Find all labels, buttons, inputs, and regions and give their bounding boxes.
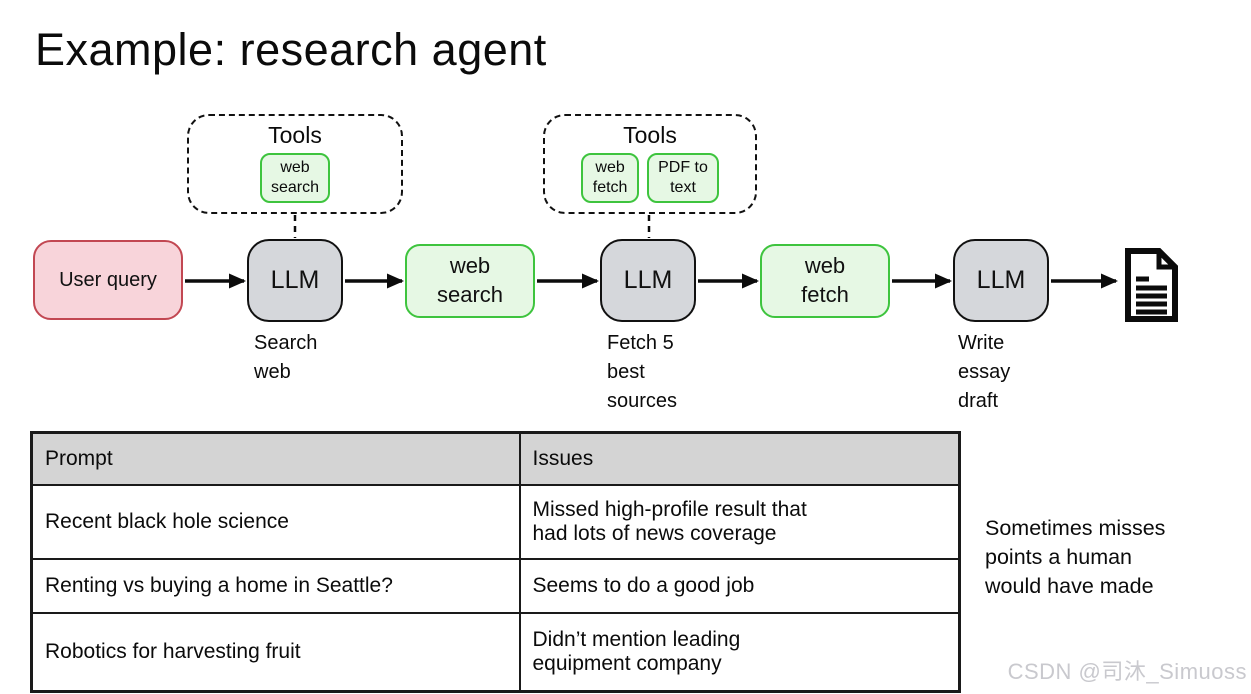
prompt-cell: Renting vs buying a home in Seattle? [30, 558, 521, 614]
tools-chip-row: web fetch PDF to text [545, 153, 755, 203]
llm-3-caption: Write essay draft [958, 332, 1011, 412]
flow-node-web-fetch: web fetch [760, 244, 890, 318]
tools-group-fetch: Tools web fetch PDF to text [543, 114, 757, 214]
issues-cell: Didn’t mention leading equipment company [518, 612, 961, 693]
tools-group-search: Tools web search [187, 114, 403, 214]
issues-cell: Missed high-profile result that had lots… [518, 484, 961, 560]
table-header-row: Prompt Issues [30, 431, 961, 486]
prompt-cell: Robotics for harvesting fruit [30, 612, 521, 693]
tool-chip-web-search: web search [259, 153, 331, 203]
prompt-cell: Recent black hole science [30, 484, 521, 560]
table-row: Recent black hole science Missed high-pr… [30, 484, 961, 560]
document-icon [1125, 248, 1178, 322]
llm-1-caption: Search web [254, 332, 318, 383]
side-note: Sometimes misses points a human would ha… [985, 516, 1166, 598]
table-row: Renting vs buying a home in Seattle? See… [30, 558, 961, 614]
tool-chip-web-fetch: web fetch [581, 153, 640, 203]
page-title: Example: research agent [35, 24, 547, 75]
prompt-issues-table: Prompt Issues Recent black hole science … [30, 431, 961, 693]
issues-cell: Seems to do a good job [518, 558, 961, 614]
flow-node-llm-2: LLM [600, 239, 696, 322]
llm-2-caption: Fetch 5 best sources [607, 332, 678, 412]
tools-group-label: Tools [623, 122, 677, 148]
watermark: CSDN @司沐_Simuoss [1007, 659, 1247, 684]
flow-node-llm-3: LLM [953, 239, 1049, 322]
flow-node-llm-1: LLM [247, 239, 343, 322]
tools-group-label: Tools [268, 122, 322, 148]
tool-chip-pdf-to-text: PDF to text [647, 153, 719, 203]
table-row: Robotics for harvesting fruit Didn’t men… [30, 612, 961, 693]
column-header-issues: Issues [518, 431, 961, 486]
tools-chip-row: web search [189, 153, 401, 203]
flow-node-user-query: User query [33, 240, 183, 320]
column-header-prompt: Prompt [30, 431, 521, 486]
flow-node-web-search: web search [405, 244, 535, 318]
